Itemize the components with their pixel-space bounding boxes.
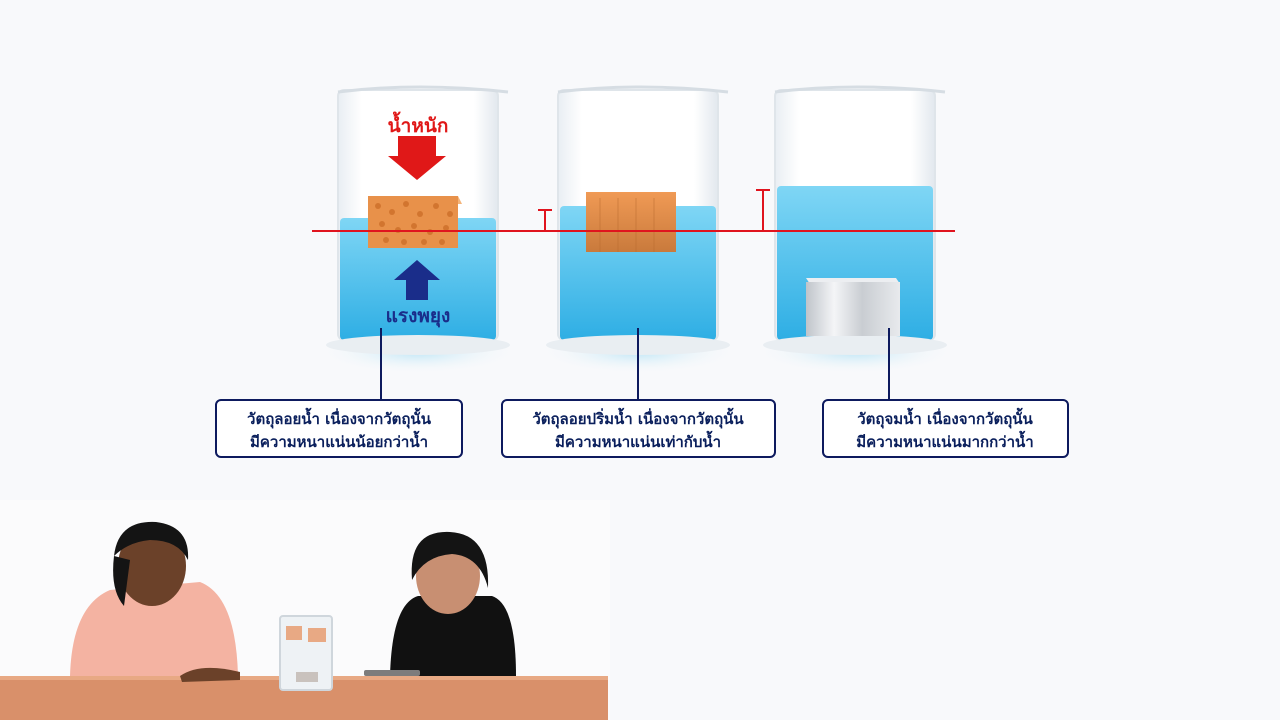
demo-beaker bbox=[279, 615, 333, 691]
caption-box-1: วัตถุลอยน้ำ เนื่องจากวัตถุนั้น มีความหนา… bbox=[215, 399, 463, 458]
caption-box-3: วัตถุจมน้ำ เนื่องจากวัตถุนั้น มีความหนาแ… bbox=[822, 399, 1069, 458]
wood-block bbox=[586, 192, 676, 252]
beaker-sinking bbox=[755, 85, 955, 374]
weight-label: น้ำหนัก bbox=[388, 111, 449, 137]
metal-block bbox=[806, 278, 900, 336]
rise-marker bbox=[538, 209, 552, 230]
caption-box-2: วัตถุลอยปริ่มน้ำ เนื่องจากวัตถุนั้น มีคว… bbox=[501, 399, 776, 458]
caption-line: วัตถุลอยปริ่มน้ำ เนื่องจากวัตถุนั้น bbox=[532, 407, 744, 429]
caption-line: วัตถุจมน้ำ เนื่องจากวัตถุนั้น bbox=[857, 407, 1033, 429]
presenter-left bbox=[70, 521, 240, 682]
presenter-right bbox=[364, 531, 516, 676]
rise-marker bbox=[756, 189, 770, 230]
caption-line: มีความหนาแน่นมากกว่าน้ำ bbox=[856, 430, 1033, 451]
caption-line: มีความหนาแน่นเท่ากับน้ำ bbox=[555, 430, 721, 451]
weight-arrow-icon bbox=[398, 136, 436, 156]
caption-line: วัตถุลอยน้ำ เนื่องจากวัตถุนั้น bbox=[247, 407, 432, 429]
caption-line: มีความหนาแน่นน้อยกว่าน้ำ bbox=[250, 430, 428, 451]
buoyancy-label: แรงพยุง bbox=[386, 305, 451, 328]
beaker-floating: น้ำหนัก แรงพยุง bbox=[318, 85, 518, 374]
presenter-video bbox=[0, 500, 610, 720]
beaker-suspended bbox=[538, 85, 738, 374]
sponge-block bbox=[368, 196, 462, 248]
buoyancy-arrow-icon bbox=[394, 260, 440, 300]
